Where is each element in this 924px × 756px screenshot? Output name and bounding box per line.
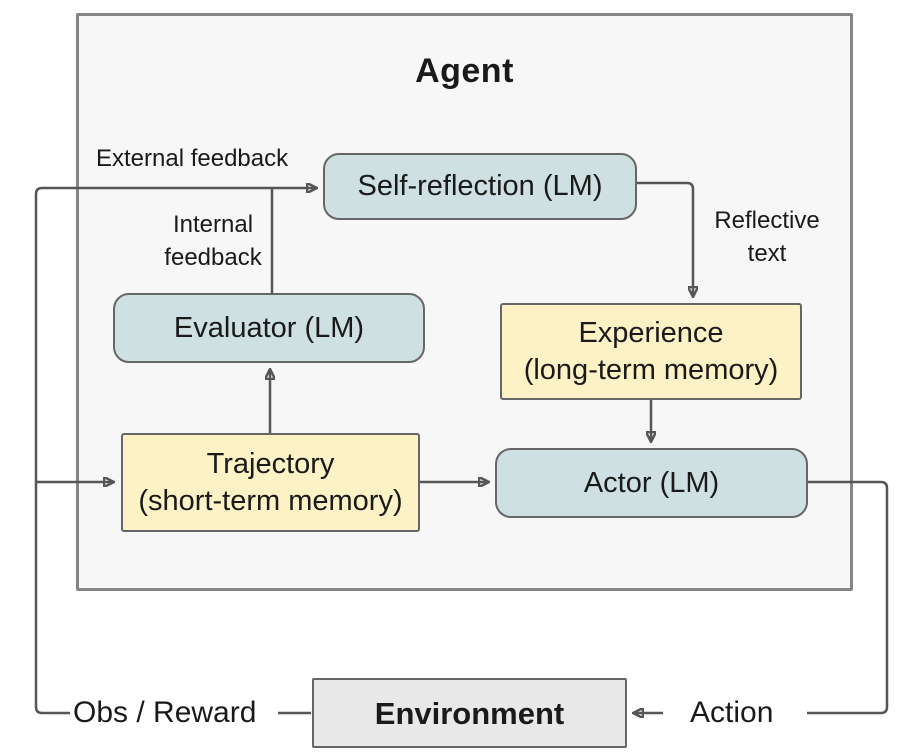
- environment-node: Environment: [312, 678, 627, 748]
- experience-title: Experience: [578, 316, 724, 349]
- reflective-text-label: Reflective text: [710, 204, 824, 270]
- evaluator-node: Evaluator (LM): [113, 293, 425, 363]
- obs-reward-label: Obs / Reward: [73, 696, 257, 729]
- evaluator-label: Evaluator (LM): [173, 311, 365, 344]
- external-feedback-label: External feedback: [96, 145, 289, 172]
- reflective-text-line1: Reflective: [714, 207, 820, 234]
- actor-label: Actor (LM): [583, 466, 720, 499]
- environment-label: Environment: [374, 695, 565, 731]
- internal-feedback-line1: Internal: [172, 211, 254, 238]
- trajectory-node: Trajectory (short-term memory): [121, 433, 420, 532]
- experience-node: Experience (long-term memory): [500, 303, 802, 400]
- trajectory-subtitle: (short-term memory): [138, 484, 403, 517]
- self-reflection-node: Self-reflection (LM): [323, 153, 637, 220]
- self-reflection-label: Self-reflection (LM): [357, 170, 603, 202]
- actor-node: Actor (LM): [495, 448, 808, 518]
- experience-subtitle: (long-term memory): [523, 353, 779, 386]
- agent-title: Agent: [415, 52, 514, 90]
- internal-feedback-line2: feedback: [164, 244, 262, 271]
- trajectory-title: Trajectory: [206, 447, 335, 480]
- internal-feedback-label: Internal feedback: [158, 208, 268, 274]
- action-label: Action: [690, 696, 774, 729]
- reflective-text-line2: text: [747, 240, 787, 267]
